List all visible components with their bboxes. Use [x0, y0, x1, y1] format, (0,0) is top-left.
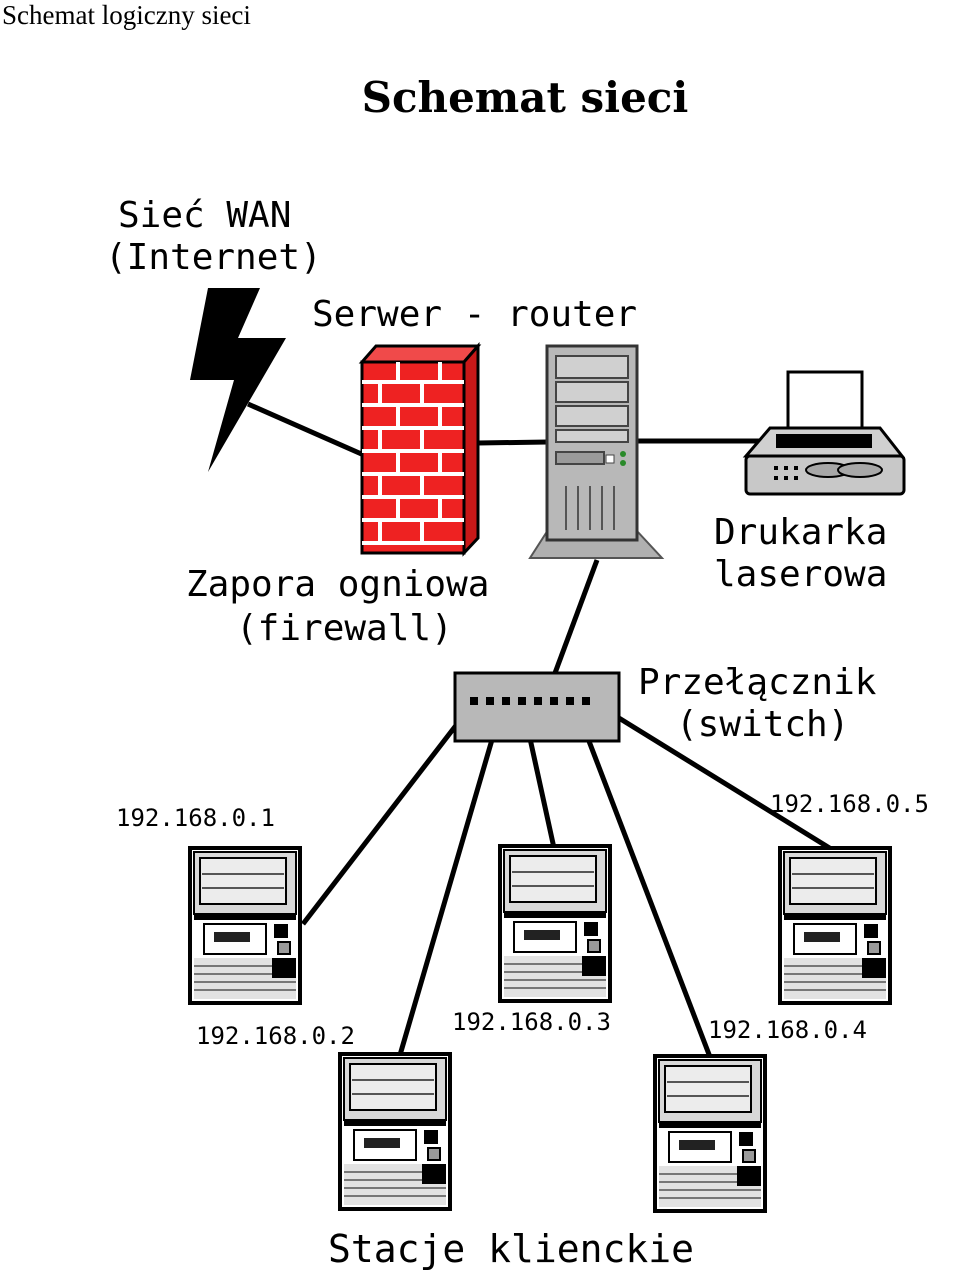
wan-sublabel: (Internet): [105, 237, 322, 278]
switch-client5-link: [591, 699, 838, 855]
firewall-label: Zapora ogniowa: [186, 564, 489, 605]
client-pc-5: [778, 846, 892, 1005]
client-pc-1: [188, 846, 302, 1005]
switch-client4-link: [571, 701, 713, 1058]
server-label: Serwer - router: [312, 294, 637, 335]
clients-label: Stacje klienckie: [328, 1227, 694, 1271]
page-header: Schemat logiczny sieci: [2, 0, 251, 30]
server-tower-icon: [528, 344, 665, 559]
switch-label: Przełącznik: [638, 662, 877, 703]
client-pc-3: [498, 844, 612, 1003]
switch-client1-link: [301, 700, 476, 926]
client-pc-2: [338, 1052, 452, 1211]
client-ip-2: 192.168.0.2: [196, 1022, 355, 1050]
printer-sublabel: laserowa: [714, 554, 887, 595]
brick-wall-icon: [358, 342, 482, 557]
switch-sublabel: (switch): [676, 704, 849, 745]
connection-lines: [246, 401, 838, 1058]
switch-icon: [453, 671, 621, 743]
client-ip-1: 192.168.0.1: [116, 804, 275, 832]
client-ip-3: 192.168.0.3: [452, 1008, 611, 1036]
client-pc-4: [653, 1054, 767, 1213]
printer-icon: [742, 370, 906, 496]
printer-label: Drukarka: [714, 512, 887, 553]
wan-firewall-link: [246, 401, 368, 459]
client-ip-5: 192.168.0.5: [770, 790, 929, 818]
diagram-title: Schemat sieci: [362, 73, 689, 122]
firewall-sublabel: (firewall): [236, 608, 453, 649]
firewall-server-link: [477, 439, 549, 446]
lightning-icon: [190, 288, 286, 472]
wan-label: Sieć WAN: [118, 195, 291, 236]
switch-client2-link: [397, 701, 506, 1056]
client-ip-4: 192.168.0.4: [708, 1016, 867, 1044]
